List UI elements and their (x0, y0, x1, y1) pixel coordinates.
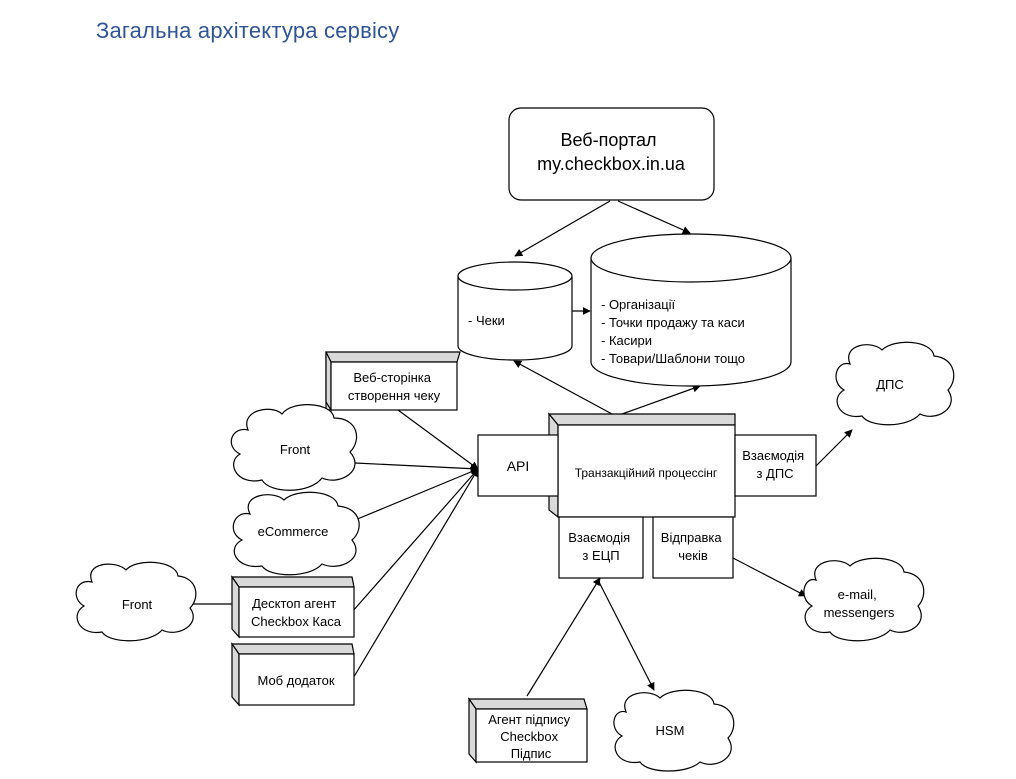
hsm-label: HSM (656, 723, 685, 738)
edge-processing-receipts (513, 360, 613, 415)
tax-interaction-box: Взаємодія з ДПС (734, 434, 817, 497)
mobile-app-label: Моб додаток (257, 673, 334, 688)
receipts-label: - Чеки (468, 313, 505, 328)
ecp-interaction-box: Взаємодія з ЕЦП (558, 516, 644, 579)
main-database: - Організації - Точки продажу та каси - … (590, 233, 792, 387)
receipts-database: - Чеки (457, 261, 573, 361)
svg-text:eCommerce: eCommerce (258, 524, 329, 539)
svg-text:Відправка чеків: Відправка чеків (661, 530, 725, 563)
edge-sending-email (732, 557, 807, 597)
main-db-line-2: - Точки продажу та каси (601, 315, 745, 330)
edge-desktop-api (351, 468, 479, 613)
mobile-app-box: Моб додаток (230, 642, 355, 707)
main-db-line-3: - Касири (601, 333, 652, 348)
receipt-page-line-2: створення чеку (348, 388, 441, 403)
edge-taxint-tax (814, 429, 853, 468)
svg-text:API: API (507, 458, 530, 474)
svg-text:HSM: HSM (656, 723, 685, 738)
email-cloud: e-mail, messengers (803, 557, 925, 642)
edge-portal-maindb (617, 200, 691, 234)
receipt-sending-box: Відправка чеків (652, 516, 734, 579)
svg-text:- Чеки: - Чеки (468, 313, 505, 328)
email-line-1: e-mail, (838, 587, 877, 602)
tax-cloud: ДПС (835, 341, 955, 426)
desktop-agent-line-1: Десктоп агент (252, 596, 336, 611)
ecp-interaction-line-1: Взаємодія (568, 530, 630, 545)
edge-receiptpage-api (397, 409, 479, 470)
front-cloud-1: Front (230, 404, 358, 491)
desktop-agent-box: Десктоп агент Checkbox Каса (230, 575, 355, 639)
receipt-sending-line-2: чеків (678, 548, 708, 563)
edge-portal-receipts (514, 200, 611, 257)
edge-ecommerce-api (354, 468, 479, 521)
web-portal-line-1: Веб-портал (560, 130, 656, 150)
svg-text:Агент підпису Checkbox: Агент підпису Checkbox Підпис (488, 712, 574, 761)
processing-box: Транзакційний процессінг (547, 412, 736, 519)
svg-text:Десктоп агент Checkbox К: Десктоп агент Checkbox Каса (251, 596, 342, 629)
web-portal-line-2: my.checkbox.in.ua (537, 154, 686, 174)
edge-agent-ecp (526, 577, 601, 697)
edge-processing-maindb (621, 384, 701, 415)
tax-interaction-line-2: з ДПС (756, 466, 793, 481)
svg-text:e-mail, messengers: e-mail, messengers (824, 587, 895, 620)
ecommerce-cloud: eCommerce (232, 491, 360, 576)
main-db-line-4: - Товари/Шаблони тощо (601, 351, 745, 366)
desktop-agent-line-2: Checkbox Каса (251, 614, 342, 629)
signing-agent-line-2: Checkbox (500, 729, 558, 744)
api-box: API (477, 434, 559, 497)
front-1-label: Front (280, 442, 311, 457)
edge-ecp-hsm (597, 579, 655, 691)
hsm-cloud: HSM (613, 689, 735, 772)
main-db-line-1: - Організації (601, 297, 676, 312)
svg-text:Веб-сторінка створення ч: Веб-сторінка створення чеку (348, 370, 441, 403)
tax-interaction-line-1: Взаємодія (742, 448, 804, 463)
receipt-page-line-1: Веб-сторінка (353, 370, 431, 385)
svg-text:Front: Front (280, 442, 311, 457)
front-cloud-2: Front (75, 561, 197, 642)
svg-text:Моб додаток: Моб додаток (257, 673, 334, 688)
front-2-label: Front (122, 597, 153, 612)
svg-text:Веб-портал my.checkbox.i: Веб-портал my.checkbox.in.ua (537, 130, 686, 174)
svg-text:Front: Front (122, 597, 153, 612)
processing-label: Транзакційний процессінг (575, 466, 718, 480)
page-title: Загальна архітектура сервісу (96, 18, 400, 43)
ecp-interaction-line-2: з ЕЦП (582, 548, 619, 563)
email-line-2: messengers (824, 605, 895, 620)
api-label: API (507, 458, 530, 474)
svg-text:Взаємодія з ЕЦП: Взаємодія з ЕЦП (568, 530, 634, 563)
tax-label: ДПС (876, 377, 904, 392)
svg-text:Транзакційний процессінг: Транзакційний процессінг (575, 466, 718, 480)
web-portal-box: Веб-портал my.checkbox.in.ua (508, 107, 715, 201)
receipt-page-box: Веб-сторінка створення чеку (325, 351, 461, 413)
edge-mobile-api (351, 468, 479, 681)
signing-agent-line-3: Підпис (511, 746, 552, 761)
ecommerce-label: eCommerce (258, 524, 329, 539)
receipt-sending-line-1: Відправка (661, 530, 723, 545)
edge-front-api (354, 462, 479, 473)
svg-text:ДПС: ДПС (876, 377, 904, 392)
signing-agent-line-1: Агент підпису (488, 712, 570, 727)
edges (192, 200, 853, 697)
svg-text:- Організації - Точки пр: - Організації - Точки продажу та каси - … (601, 297, 748, 366)
signing-agent-box: Агент підпису Checkbox Підпис (467, 697, 588, 764)
svg-text:Взаємодія з ДПС: Взаємодія з ДПС (742, 448, 808, 481)
